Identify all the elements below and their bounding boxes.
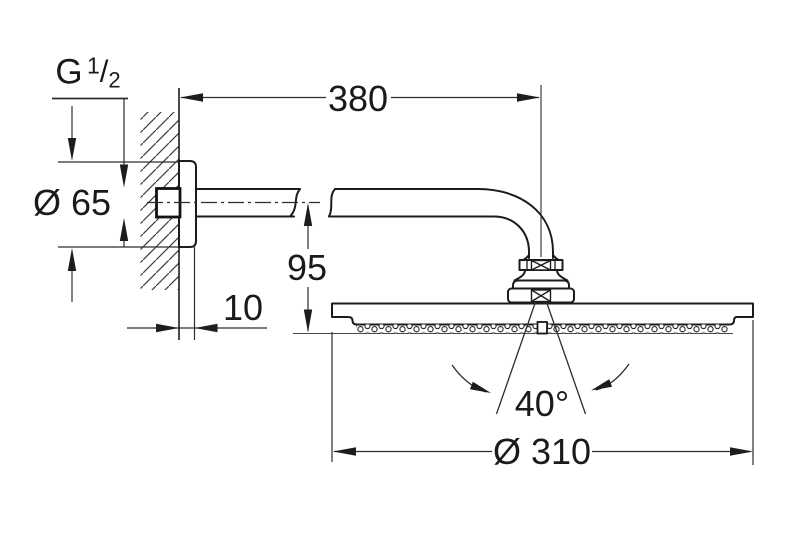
- thread-denominator: 2: [108, 67, 121, 93]
- flange-extension-lines: [58, 161, 178, 248]
- dim-arm-length: 380: [327, 78, 389, 119]
- thread-prefix: G: [55, 52, 83, 92]
- thread-slash: /: [99, 53, 109, 89]
- shower-head: [331, 302, 754, 326]
- dim-flange-depth: 10: [222, 287, 264, 328]
- dim-head-diameter: Ø 310: [492, 431, 592, 472]
- thread-numerator: 1: [87, 52, 100, 79]
- dim-height-to-face: 95: [286, 247, 328, 288]
- dim-flange-diameter: Ø 65: [32, 182, 112, 223]
- thread-size-label: G 1/2: [55, 52, 121, 93]
- center-nozzle: [536, 321, 548, 335]
- nozzle-band: [356, 321, 728, 335]
- mounting-flange: [178, 160, 197, 248]
- dim-spray-angle: 40°: [514, 383, 570, 424]
- joint-cross-sections: [530, 259, 552, 303]
- spray-angle-arrowheads: [469, 379, 613, 393]
- dimension-lines: [52, 96, 754, 465]
- shower-arm: [195, 188, 554, 259]
- dimension-arrowheads: [67, 93, 753, 456]
